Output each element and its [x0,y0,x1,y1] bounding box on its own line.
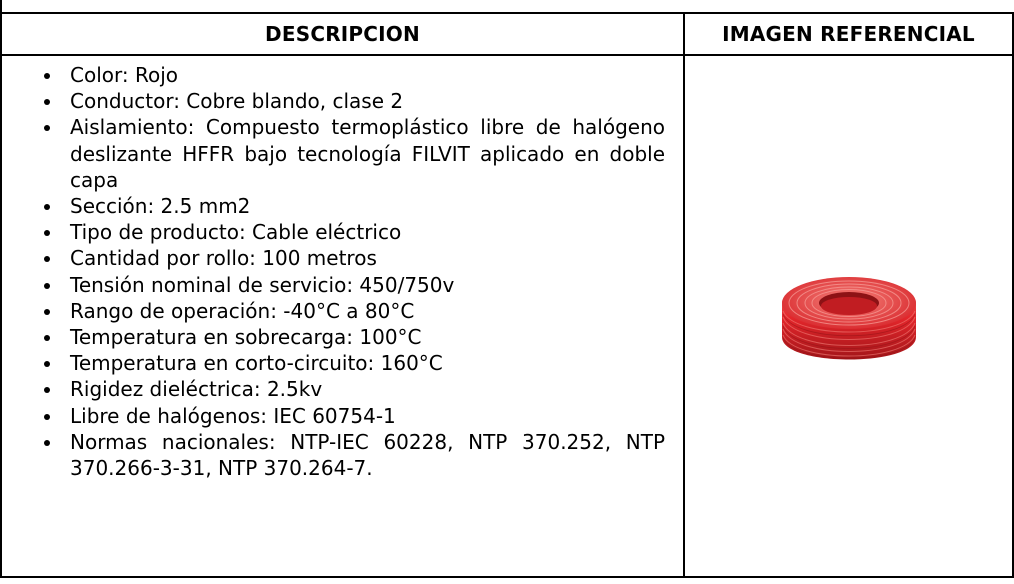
spec-item-overload-temp: Temperatura en sobrecarga: 100°C [44,324,665,350]
spec-table: DESCRIPCION IMAGEN REFERENCIAL Color: Ro… [0,12,1014,578]
table-header-row: DESCRIPCION IMAGEN REFERENCIAL [0,12,1014,56]
spec-item-voltage: Tensión nominal de servicio: 450/750v [44,272,665,298]
spec-item-product-type: Tipo de producto: Cable eléctrico [44,219,665,245]
cable-image [774,259,924,383]
spec-item-halogen-free: Libre de halógenos: IEC 60754-1 [44,403,665,429]
spec-item-conductor: Conductor: Cobre blando, clase 2 [44,88,665,114]
spec-item-operating-range: Rango de operación: -40°C a 80°C [44,298,665,324]
spec-item-quantity: Cantidad por rollo: 100 metros [44,245,665,271]
spec-item-section: Sección: 2.5 mm2 [44,193,665,219]
spec-item-color: Color: Rojo [44,62,665,88]
red-cable-coil-icon [781,277,916,360]
description-cell: Color: Rojo Conductor: Cobre blando, cla… [0,54,685,578]
spec-item-short-circuit-temp: Temperatura en corto-circuito: 160°C [44,350,665,376]
header-description: DESCRIPCION [0,12,685,56]
header-image: IMAGEN REFERENCIAL [683,12,1014,56]
spec-item-dielectric: Rigidez dieléctrica: 2.5kv [44,376,665,402]
table-row: Color: Rojo Conductor: Cobre blando, cla… [0,54,1014,578]
spec-item-insulation: Aislamiento: Compuesto termoplástico lib… [44,115,665,192]
page-border-fragment [0,0,2,14]
image-cell [683,54,1014,578]
spec-item-national-norms: Normas nacionales: NTP-IEC 60228, NTP 37… [44,429,665,481]
spec-list: Color: Rojo Conductor: Cobre blando, cla… [2,56,683,481]
